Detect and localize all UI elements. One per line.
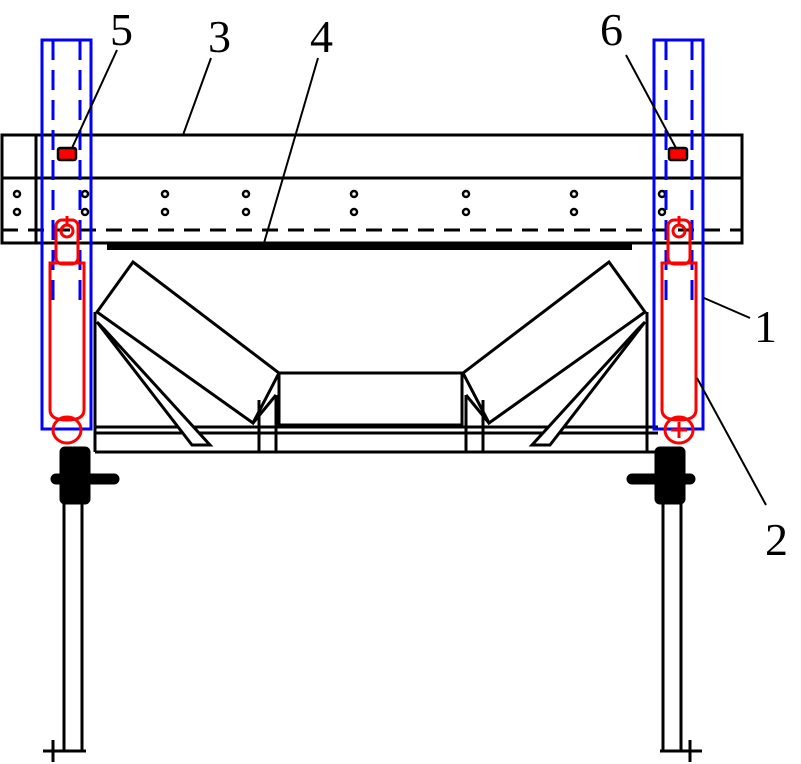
bolt-holes <box>12 189 667 217</box>
bolt-hole <box>461 189 471 199</box>
bolt-hole <box>160 189 170 199</box>
right-roller <box>461 259 648 426</box>
right-leg <box>626 446 702 762</box>
bolt-hole <box>349 189 359 199</box>
bolt-hole <box>461 207 471 217</box>
sensor-5 <box>56 146 78 162</box>
bolt-hole <box>241 207 251 217</box>
label-5: 5 <box>110 4 133 55</box>
hydraulic-cylinder-2-left <box>48 216 86 445</box>
bolt-hole <box>657 189 667 199</box>
bolt-hole <box>349 207 359 217</box>
bolt-hole <box>160 207 170 217</box>
leader-lines <box>71 49 767 506</box>
top-frame-3 <box>0 133 744 245</box>
guide-frame-1-left <box>40 38 93 431</box>
left-roller <box>94 259 281 426</box>
hydraulic-cylinder-2-right <box>660 216 698 445</box>
label-4: 4 <box>310 11 333 62</box>
idler-assembly <box>93 259 658 454</box>
label-1: 1 <box>754 301 777 352</box>
bolt-hole <box>12 207 22 217</box>
bolt-hole <box>12 189 22 199</box>
label-6: 6 <box>600 4 623 55</box>
bolt-hole <box>657 207 667 217</box>
bolt-hole <box>569 207 579 217</box>
label-2: 2 <box>765 514 788 565</box>
bolt-hole <box>80 189 90 199</box>
sensor-6 <box>667 146 689 162</box>
left-strut <box>95 320 214 447</box>
bolt-hole <box>80 207 90 217</box>
right-strut <box>528 320 647 447</box>
center-roller <box>277 371 464 427</box>
label-3: 3 <box>208 11 231 62</box>
bolt-hole <box>569 189 579 199</box>
bolt-hole <box>241 189 251 199</box>
belt-4 <box>107 242 632 250</box>
left-leg <box>43 446 120 762</box>
